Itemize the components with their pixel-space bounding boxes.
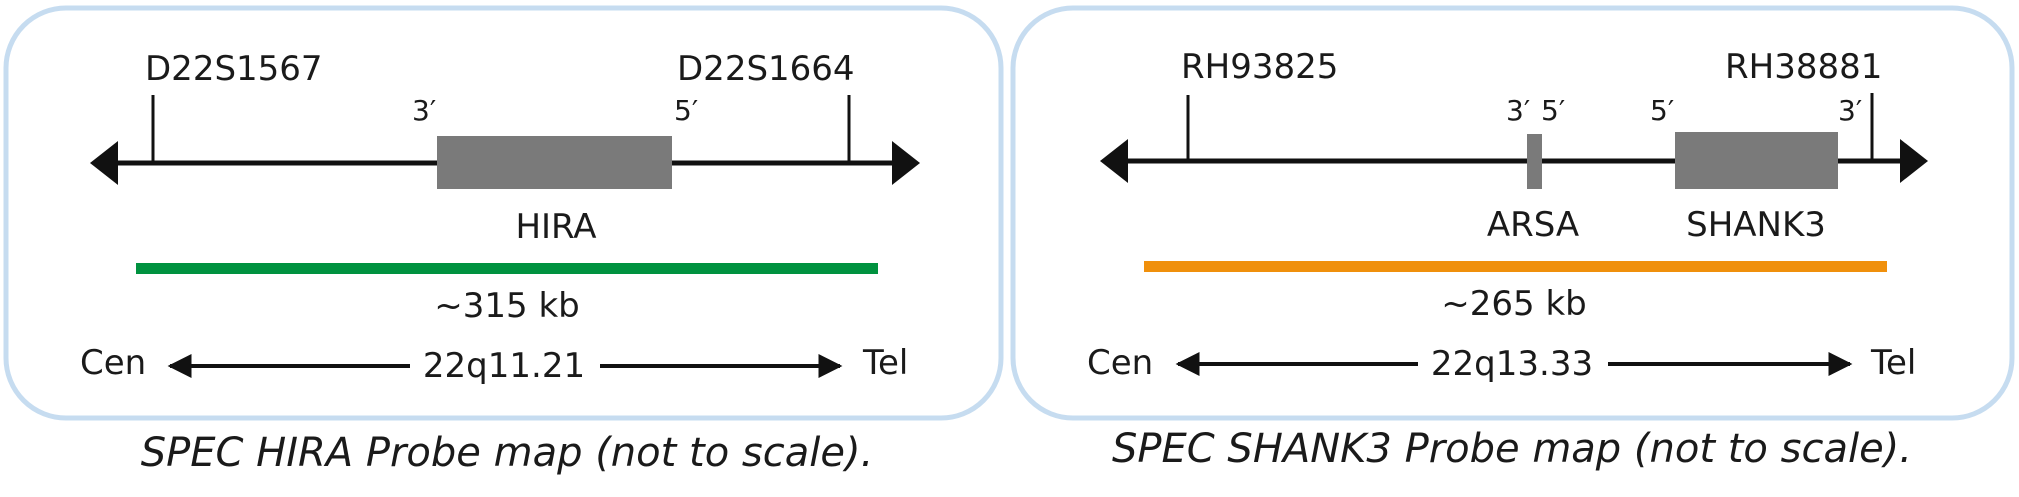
marker-label-left: D22S1567: [145, 49, 323, 89]
probe-size: ~315 kb: [434, 286, 579, 326]
gene-label-arsa: ARSA: [1487, 205, 1579, 245]
caption: SPEC SHANK3 Probe map (not to scale).: [1112, 426, 1912, 472]
cen-label: Cen: [1087, 343, 1153, 383]
prime-label-shank-right: 3′: [1838, 94, 1862, 127]
left-arrowhead: [1100, 139, 1128, 183]
prime-label-right: 5′: [674, 94, 698, 127]
gene-label-hira: HIRA: [515, 207, 596, 247]
marker-label-right: RH38881: [1725, 47, 1882, 87]
panel-frame: [3, 5, 1004, 421]
gene-box-shank3: [1675, 132, 1838, 189]
gene-box-arsa: [1527, 134, 1542, 189]
probe-size: ~265 kb: [1441, 284, 1586, 324]
marker-label-right: D22S1664: [677, 49, 855, 89]
probe-bar: [1144, 261, 1887, 272]
probe-bar: [136, 263, 878, 274]
prime-label-arsa-right: 5′: [1541, 94, 1565, 127]
gene-box-hira: [437, 136, 672, 189]
tel-label: Tel: [862, 343, 908, 383]
right-arrowhead: [1900, 139, 1928, 183]
left-arrowhead: [90, 141, 118, 185]
band-label: 22q13.33: [1431, 344, 1593, 384]
band-label: 22q11.21: [423, 346, 585, 386]
tel-label: Tel: [1870, 343, 1916, 383]
panel-hira: D22S1567 D22S1664 3′ 5′ HIRA ~315 kb Cen…: [3, 5, 1004, 476]
caption: SPEC HIRA Probe map (not to scale).: [141, 430, 874, 476]
prime-label-left: 3′: [412, 94, 436, 127]
right-arrowhead: [892, 141, 920, 185]
prime-label-arsa-left: 3′: [1506, 94, 1530, 127]
cen-label: Cen: [80, 343, 146, 383]
gene-label-shank3: SHANK3: [1686, 205, 1826, 245]
prime-label-shank-left: 5′: [1650, 94, 1674, 127]
marker-label-left: RH93825: [1181, 47, 1338, 87]
panel-frame: [1010, 5, 2015, 421]
panel-shank3: RH93825 RH38881 3′ 5′ ARSA 5′ 3′ SHANK3 …: [1010, 5, 2015, 472]
